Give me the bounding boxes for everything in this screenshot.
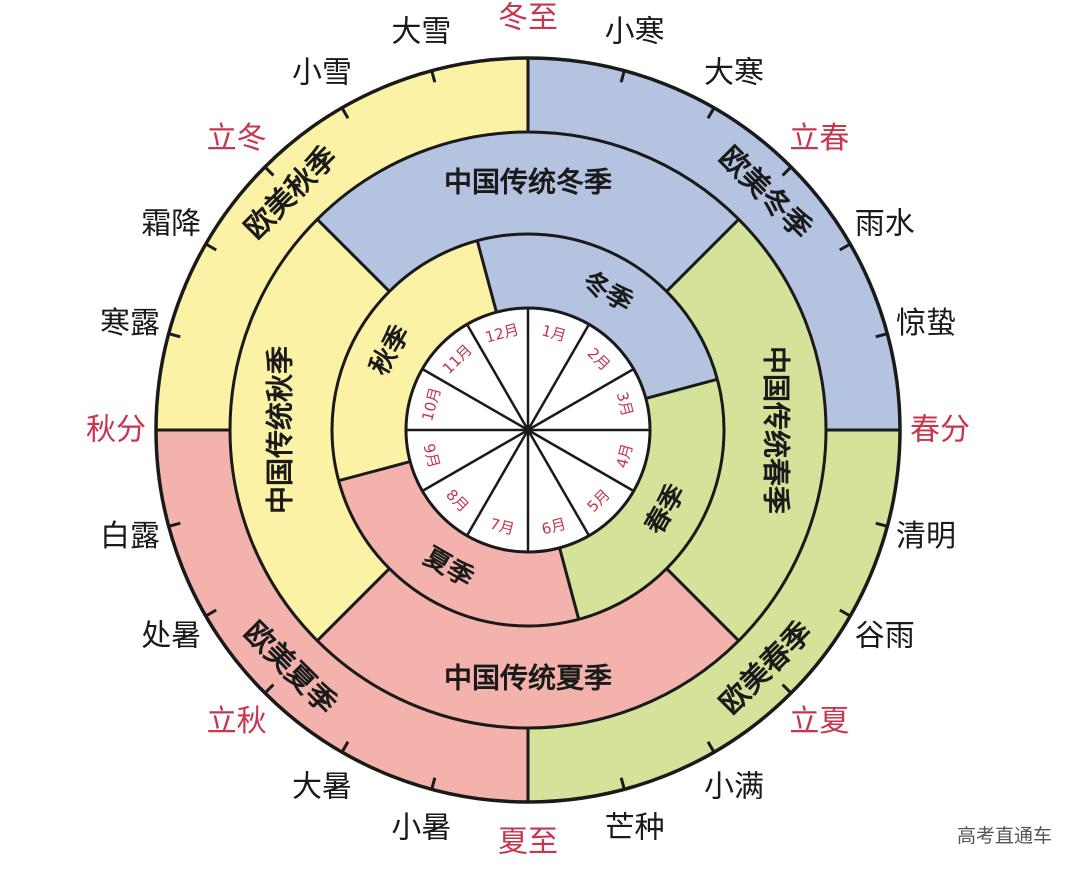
solar-term-tick <box>875 332 888 339</box>
traditional-season-label-autumn: 中国传统秋季 <box>264 346 297 514</box>
solar-term-label: 小满 <box>704 769 764 804</box>
traditional-season-sector-autumn <box>229 219 390 641</box>
meteorological-season-divider <box>338 460 411 483</box>
solar-term-label: 大暑 <box>292 769 352 804</box>
traditional-season-divider <box>316 218 391 293</box>
solar-term-label: 雨水 <box>855 207 915 242</box>
month-spoke <box>526 429 591 537</box>
solar-term-tick <box>781 165 793 177</box>
traditional-season-divider <box>316 567 391 642</box>
solar-term-tick <box>706 741 716 753</box>
inner-circle <box>330 232 726 628</box>
month-spoke <box>421 428 529 493</box>
middle-circle <box>228 130 828 730</box>
month-label: 4月 <box>613 442 637 470</box>
solar-term-tick <box>340 107 350 119</box>
month-spoke <box>526 323 591 431</box>
month-spoke <box>421 367 529 432</box>
western-season-sector-winter <box>528 58 900 430</box>
solar-term-label: 夏至 <box>498 825 558 860</box>
center-hub <box>524 426 532 434</box>
solar-term-tick <box>839 242 851 252</box>
month-spoke <box>527 428 635 493</box>
solar-term-label: 惊蛰 <box>896 306 956 341</box>
solar-term-label: 大雪 <box>391 15 451 50</box>
traditional-season-label-spring: 中国传统春季 <box>760 346 793 514</box>
meteorological-season-sector-summer <box>338 461 579 626</box>
watermark-text: 高考直通车 <box>956 825 1052 847</box>
month-circle <box>404 306 652 554</box>
solar-term-label: 立春 <box>789 121 849 156</box>
traditional-season-sector-spring <box>666 219 827 641</box>
month-label: 6月 <box>540 515 568 539</box>
month-spoke <box>527 367 635 432</box>
traditional-season-label-winter: 中国传统冬季 <box>444 166 612 199</box>
solar-term-label: 小暑 <box>391 810 451 845</box>
solar-term-label: 冬至 <box>498 1 558 36</box>
meteorological-season-divider <box>475 240 498 313</box>
meteorological-season-divider <box>645 377 718 400</box>
solar-term-tick <box>205 608 217 618</box>
month-label: 1月 <box>540 322 568 346</box>
month-label: 3月 <box>613 390 637 418</box>
western-season-sector-autumn <box>156 58 528 430</box>
solar-term-label: 处暑 <box>141 619 201 654</box>
month-label: 9月 <box>420 442 444 470</box>
traditional-season-sector-summer <box>317 568 739 729</box>
meteorological-season-sector-autumn <box>332 240 497 481</box>
solar-term-tick <box>205 242 217 252</box>
solar-term-tick <box>619 777 626 790</box>
month-spoke <box>465 323 530 431</box>
meteorological-season-divider <box>558 547 581 620</box>
solar-term-tick <box>706 107 716 119</box>
solar-term-tick <box>263 683 275 695</box>
solar-term-tick <box>875 521 888 528</box>
solar-term-label: 大寒 <box>704 56 764 91</box>
solar-term-tick <box>340 741 350 753</box>
month-label: 7月 <box>488 515 516 539</box>
solar-term-tick <box>263 165 275 177</box>
solar-term-label: 清明 <box>896 519 956 554</box>
solar-term-label: 立夏 <box>789 704 849 739</box>
solar-term-tick <box>430 70 437 83</box>
meteorological-season-sector-spring <box>559 379 724 620</box>
solar-term-label: 立秋 <box>207 704 267 739</box>
traditional-season-sector-winter <box>317 131 739 292</box>
solar-term-label: 春分 <box>910 413 970 448</box>
traditional-season-divider <box>665 218 740 293</box>
solar-term-label: 小寒 <box>605 15 665 50</box>
western-season-sector-spring <box>528 430 900 802</box>
solar-term-tick <box>430 777 437 790</box>
solar-term-tick <box>839 608 851 618</box>
solar-term-tick <box>168 332 181 339</box>
solar-term-label: 霜降 <box>141 207 201 242</box>
solar-term-label: 芒种 <box>605 810 665 845</box>
traditional-season-label-summer: 中国传统夏季 <box>444 662 612 695</box>
meteorological-season-sector-winter <box>477 234 718 399</box>
solar-term-label: 谷雨 <box>855 619 915 654</box>
solar-term-label: 白露 <box>100 519 160 554</box>
traditional-season-divider <box>665 567 740 642</box>
solar-term-label: 寒露 <box>100 306 160 341</box>
western-season-sector-summer <box>156 430 528 802</box>
solar-term-label: 小雪 <box>292 56 352 91</box>
solar-term-label: 秋分 <box>86 413 146 448</box>
solar-term-tick <box>781 683 793 695</box>
month-spoke <box>465 429 530 537</box>
solar-term-label: 立冬 <box>207 121 267 156</box>
solar-term-tick <box>168 521 181 528</box>
solar-term-tick <box>619 70 626 83</box>
solar-term-ticks <box>156 58 900 802</box>
